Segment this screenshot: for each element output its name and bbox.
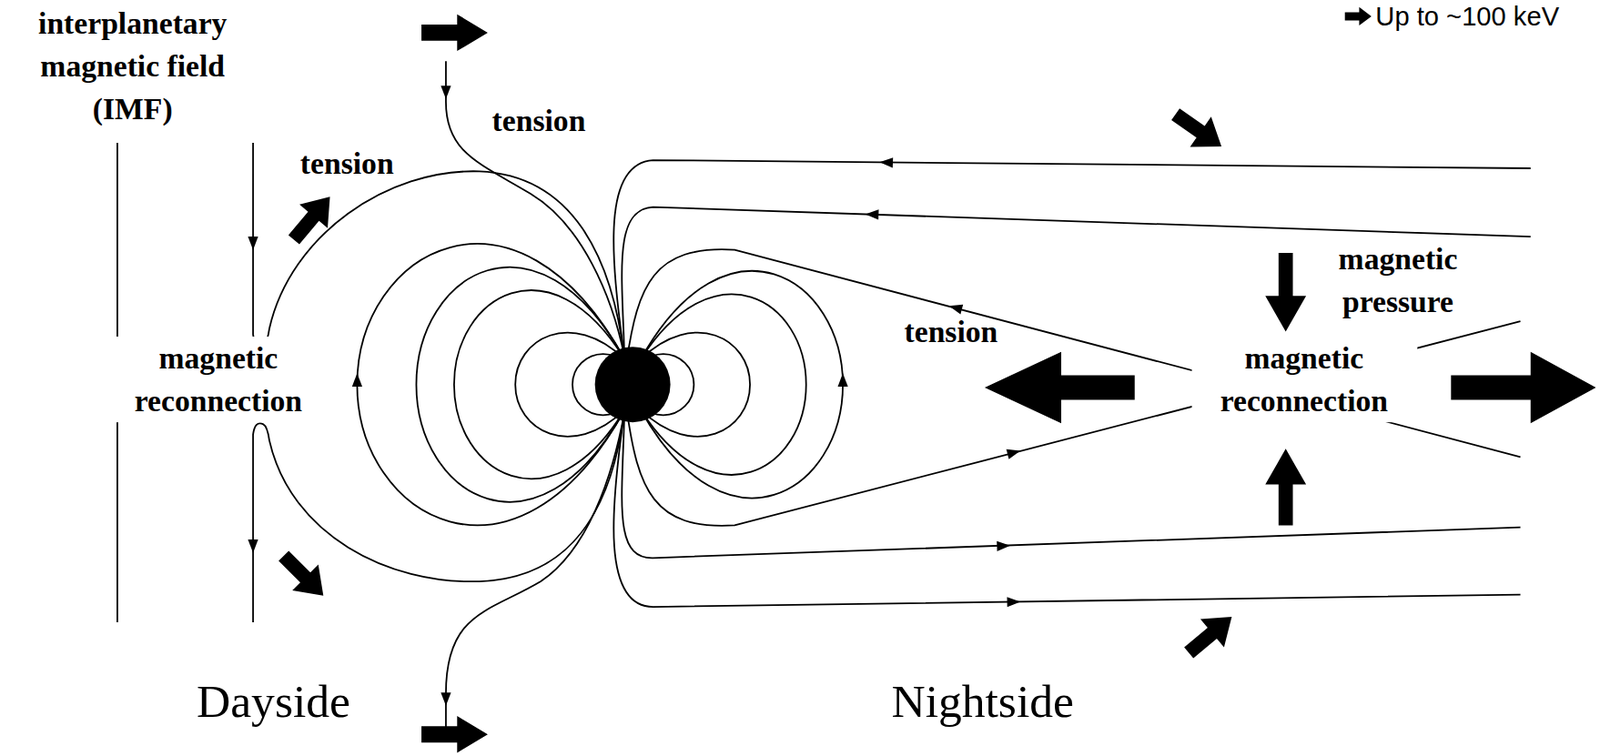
force-label: magnetic pressure <box>1316 237 1479 324</box>
field-arrowhead <box>247 539 258 554</box>
tail-field-line <box>613 412 1520 608</box>
earth <box>595 346 671 423</box>
field-arrowhead <box>1006 597 1021 608</box>
region-label: Dayside <box>196 676 351 729</box>
tail-field-line <box>613 160 1530 357</box>
cusp-field-line <box>445 412 625 735</box>
tension-arrow <box>984 352 1135 424</box>
note-label: Up to ~100 keV <box>1375 1 1560 31</box>
tension-arrow <box>279 184 345 252</box>
process-label: magnetic reconnection <box>1191 336 1418 423</box>
field-arrowhead <box>865 209 880 221</box>
imf-label: interplanetary magnetic field (IMF) <box>10 1 255 131</box>
tail-field-line <box>626 249 1520 457</box>
flow-arrow <box>1164 99 1233 162</box>
tension-arrow <box>270 543 336 609</box>
field-arrowhead <box>879 157 893 169</box>
field-arrowhead <box>996 540 1011 552</box>
force-label: tension <box>492 99 587 142</box>
pressure-arrow <box>1265 448 1307 526</box>
flow-arrow <box>1176 602 1244 668</box>
force-label: tension <box>300 141 395 185</box>
field-arrowhead <box>1006 445 1023 460</box>
field-arrowhead <box>440 85 451 100</box>
energy-arrow <box>1345 7 1372 26</box>
field-arrowhead <box>440 692 451 707</box>
outflow-arrow <box>1450 352 1596 424</box>
field-arrowhead <box>247 236 258 251</box>
region-label: Nightside <box>891 676 1074 729</box>
tail-field-line <box>626 321 1520 527</box>
dipole-loop <box>640 271 843 499</box>
flow-arrow <box>421 14 488 51</box>
field-arrowhead <box>947 301 963 315</box>
pressure-arrow <box>1265 253 1307 332</box>
dipole-loop <box>356 243 625 526</box>
force-label: tension <box>904 310 999 354</box>
process-label: magnetic reconnection <box>105 336 332 423</box>
reconnected-field-line <box>253 410 625 623</box>
cusp-field-line <box>445 60 625 357</box>
field-arrowhead <box>352 373 363 387</box>
tail-field-line <box>621 410 1520 559</box>
dipole-loop <box>415 267 625 503</box>
field-arrowhead <box>837 373 848 387</box>
flow-arrow <box>421 716 488 753</box>
